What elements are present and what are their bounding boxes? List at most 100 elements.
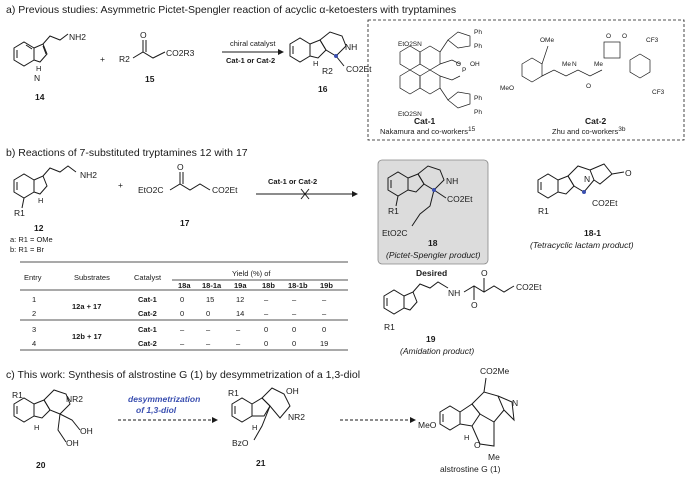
compound-15-label: 15	[145, 74, 155, 84]
ome-label: OMe	[540, 37, 554, 44]
yield-cell: 0	[264, 325, 268, 334]
yield-col: 19b	[320, 281, 333, 290]
cat-2-credit: Zhu and co-workers3b	[552, 126, 626, 136]
arrow-a-bottom-label: Cat-1 or Cat-2	[226, 56, 275, 65]
structure-cat-1: EtO2SN EtO2SN Ph Ph Ph Ph O P OH	[398, 29, 482, 118]
h-label-16: H	[313, 59, 318, 68]
variant-a: a: R1 = OMe	[10, 235, 53, 244]
yield-col: 18a	[178, 281, 191, 290]
ph-label-3: Ph	[474, 95, 482, 102]
o-label-cat2-3: O	[622, 33, 627, 40]
yield-cell: 12	[236, 295, 244, 304]
nh-label-14: N	[34, 73, 40, 83]
o-label-17: O	[177, 162, 184, 172]
h-label-21: H	[252, 423, 257, 432]
yield-cell: 15	[206, 295, 214, 304]
compound-19-label: 19	[426, 334, 436, 344]
catalyst-box	[367, 19, 685, 141]
me-label-alst: Me	[488, 452, 500, 462]
yield-col: 18-1a	[202, 281, 222, 290]
ph-label-1: Ph	[474, 29, 482, 36]
yield-table: Entry Substrates Catalyst Yield (%) of 1…	[20, 261, 348, 351]
yield-cell: –	[322, 295, 327, 304]
structure-17: O EtO2C CO2Et	[138, 162, 238, 195]
nr2-label-20: NR2	[66, 394, 83, 404]
n-label-alst: N	[512, 398, 518, 408]
yield-col: 19a	[234, 281, 247, 290]
yield-cell: 0	[264, 339, 268, 348]
cf3-label-2: CF3	[652, 89, 665, 96]
yield-cell: 14	[236, 309, 244, 318]
structure-21: OH NR2 BzO R1 H	[228, 386, 305, 448]
yield-cell: 0	[292, 325, 296, 334]
ph-label-2: Ph	[474, 43, 482, 50]
table-entry: 3	[32, 325, 36, 334]
yield-cell: –	[206, 325, 211, 334]
co2et-label-19: CO2Et	[516, 282, 542, 292]
compound-14-label: 14	[35, 92, 45, 102]
table-header-catalyst: Catalyst	[134, 273, 162, 282]
n-label-cat2: N	[572, 61, 577, 68]
yield-cell: –	[292, 295, 297, 304]
oh-label-cat1: OH	[470, 61, 480, 68]
r1-label-12: R1	[14, 208, 25, 218]
co2r3-label: CO2R3	[166, 48, 195, 58]
yield-cell: 0	[292, 339, 296, 348]
h-label: H	[36, 64, 41, 73]
table-catalyst: Cat-2	[138, 339, 157, 348]
oh-label-20-2: OH	[66, 438, 79, 448]
r1-label-18: R1	[388, 206, 399, 216]
table-catalyst: Cat-1	[138, 295, 157, 304]
arrow-c-line1: desymmetrization	[128, 394, 200, 404]
me-label-2: Me	[594, 61, 603, 68]
me-label-1: Me	[562, 61, 571, 68]
product-18-1-caption: (Tetracyclic lactam product)	[530, 240, 634, 250]
yield-cell: –	[264, 309, 269, 318]
arrow-b-label: Cat-1 or Cat-2	[268, 177, 317, 186]
yield-cell: 0	[180, 295, 184, 304]
compound-18-1-label: 18-1	[584, 228, 601, 238]
eto2sn-label-bottom: EtO2SN	[398, 111, 422, 118]
oh-label-20-1: OH	[80, 426, 93, 436]
r1-label-21: R1	[228, 388, 239, 398]
meo-label-alst: MeO	[418, 420, 437, 430]
r2-label-15: R2	[119, 54, 130, 64]
table-entry: 4	[32, 339, 36, 348]
structure-cat-2: OMe MeO Me N O Me O O CF3 CF3	[500, 33, 665, 96]
yield-cell: –	[236, 325, 241, 334]
yield-cell: 0	[180, 309, 184, 318]
yield-cell: –	[206, 339, 211, 348]
nh-label-16: NH	[345, 42, 357, 52]
co2et-label-18: CO2Et	[447, 194, 473, 204]
nh-label-18: NH	[446, 176, 458, 186]
yield-cell: 0	[206, 309, 210, 318]
r2-label-16: R2	[322, 66, 333, 76]
oh-label-21: OH	[286, 386, 299, 396]
cf3-label-1: CF3	[646, 37, 659, 44]
yield-col: 18b	[262, 281, 275, 290]
yield-cell: –	[292, 309, 297, 318]
yield-cell: 19	[320, 339, 328, 348]
h-label-12: H	[38, 196, 43, 205]
co2et-label-16: CO2Et	[346, 64, 372, 74]
desired-label: Desired	[416, 268, 447, 278]
yield-cell: –	[180, 325, 185, 334]
o-label-cat2-2: O	[606, 33, 611, 40]
table-substrates: 12b + 17	[72, 332, 102, 341]
yield-cell: –	[322, 309, 327, 318]
variant-b: b: R1 = Br	[10, 245, 44, 254]
yield-cell: –	[180, 339, 185, 348]
section-c-title: c) This work: Synthesis of alstrostine G…	[6, 369, 360, 381]
arrow-a-top-label: chiral catalyst	[230, 39, 276, 48]
o-label-cat1: O	[456, 61, 461, 68]
structure-18-1: O N CO2Et R1	[537, 163, 632, 216]
o-label-alst: O	[474, 440, 481, 450]
table-entry: 1	[32, 295, 36, 304]
table-catalyst: Cat-2	[138, 309, 157, 318]
table-entry: 2	[32, 309, 36, 318]
o-label-15: O	[140, 30, 147, 40]
eto2c-label-17: EtO2C	[138, 185, 164, 195]
bzo-label-21: BzO	[232, 438, 249, 448]
structure-12: NH2 R1 H	[13, 165, 97, 218]
r1-label-20: R1	[12, 390, 23, 400]
